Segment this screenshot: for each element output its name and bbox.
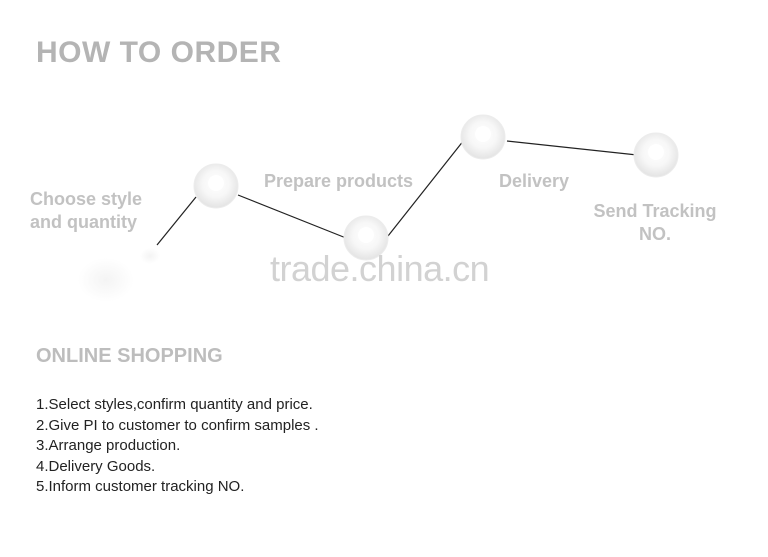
flow-node: [343, 215, 389, 261]
section-title: ONLINE SHOPPING: [36, 345, 223, 367]
step-label-delivery: Delivery: [499, 171, 570, 191]
step-label-prepare-products: Prepare products: [264, 171, 414, 191]
watermark-text: trade.china.cn: [270, 248, 490, 289]
flow-node: [460, 114, 506, 160]
start-node: [78, 248, 160, 302]
step-label-line: Send Tracking: [593, 201, 717, 221]
step-label-line: and quantity: [30, 212, 137, 232]
list-item: 2.Give PI to customer to confirm samples…: [36, 416, 319, 434]
connector-line: [156, 196, 197, 246]
list-item: 1.Select styles,confirm quantity and pri…: [36, 396, 313, 413]
order-steps-list: 1.Select styles,confirm quantity and pri…: [36, 395, 319, 498]
step-label-line: NO.: [638, 224, 671, 244]
flow-node: [633, 132, 679, 178]
connector-line: [237, 194, 347, 239]
page-title: HOW TO ORDER: [36, 36, 282, 69]
connector-line: [387, 139, 465, 237]
step-label-line: Choose style: [30, 189, 143, 209]
step-label-send-tracking: Send Tracking NO.: [588, 200, 722, 246]
flow-node: [193, 163, 239, 209]
step-label-choose-style: Choose style and quantity: [30, 188, 142, 234]
list-item: 5.Inform customer tracking NO.: [36, 478, 245, 495]
flow-connectors: [156, 139, 638, 246]
list-item: 3.Arrange production.: [36, 437, 181, 454]
connector-line: [506, 140, 638, 156]
list-item: 4.Delivery Goods.: [36, 457, 156, 475]
